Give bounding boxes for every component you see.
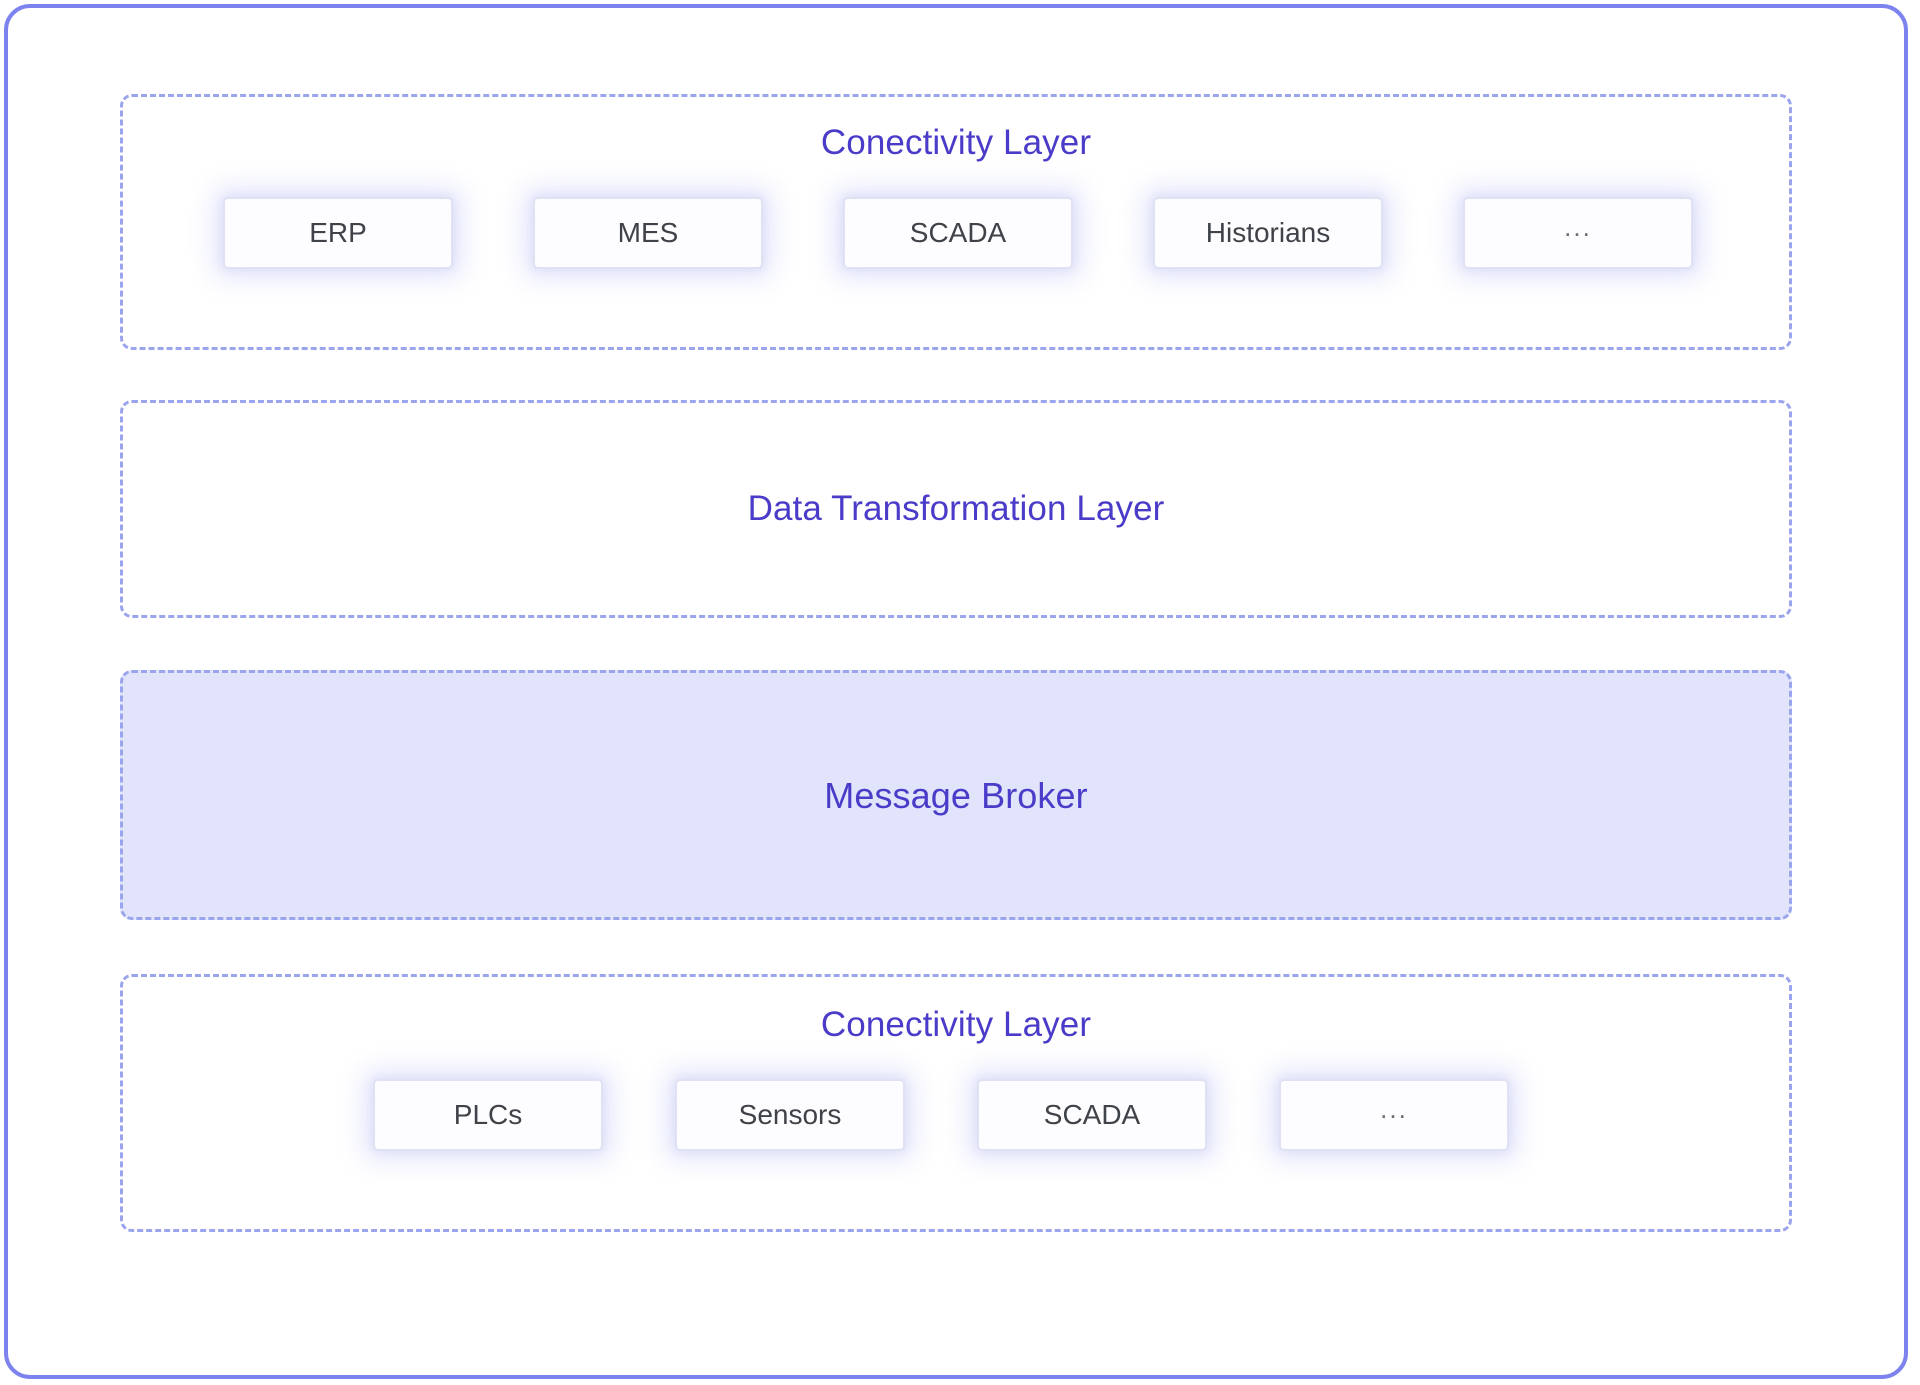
node-box-sensors[interactable]: Sensors <box>675 1078 905 1151</box>
node-box-mes[interactable]: MES <box>533 196 763 269</box>
node-label-more-bottom: ... <box>1380 1094 1408 1125</box>
node-label-historians: Historians <box>1205 216 1331 248</box>
node-row-connectivity-bottom: PLCs Sensors SCADA ... <box>123 1078 1789 1151</box>
layer-message-broker: Message Broker <box>120 670 1792 920</box>
node-label-more-top: ... <box>1564 212 1592 243</box>
node-label-scada-top: SCADA <box>909 216 1007 248</box>
layer-title-connectivity-bottom: Conectivity Layer <box>820 1005 1092 1044</box>
node-box-plcs[interactable]: PLCs <box>373 1078 603 1151</box>
node-label-scada-bottom: SCADA <box>1043 1098 1141 1130</box>
layer-data-transformation: Data Transformation Layer <box>120 400 1792 618</box>
node-box-erp[interactable]: ERP <box>223 196 453 269</box>
node-label-mes: MES <box>617 216 679 248</box>
layer-connectivity-top: Conectivity Layer ERP MES SCADA Historia… <box>120 94 1792 350</box>
architecture-diagram: Conectivity Layer ERP MES SCADA Historia… <box>4 4 1908 1379</box>
layer-title-data-transformation: Data Transformation Layer <box>747 489 1165 529</box>
node-box-historians[interactable]: Historians <box>1153 196 1383 269</box>
node-box-more-bottom[interactable]: ... <box>1279 1078 1509 1151</box>
node-box-scada-bottom[interactable]: SCADA <box>977 1078 1207 1151</box>
node-box-more-top[interactable]: ... <box>1463 196 1693 269</box>
layer-connectivity-bottom: Conectivity Layer PLCs Sensors SCADA ... <box>120 974 1792 1232</box>
node-label-plcs: PLCs <box>453 1098 523 1130</box>
node-row-connectivity-top: ERP MES SCADA Historians ... <box>123 196 1789 269</box>
node-label-sensors: Sensors <box>738 1098 842 1130</box>
layer-title-connectivity-top: Conectivity Layer <box>820 123 1092 162</box>
node-box-scada-top[interactable]: SCADA <box>843 196 1073 269</box>
node-label-erp: ERP <box>309 216 367 248</box>
layer-title-message-broker: Message Broker <box>824 774 1088 816</box>
